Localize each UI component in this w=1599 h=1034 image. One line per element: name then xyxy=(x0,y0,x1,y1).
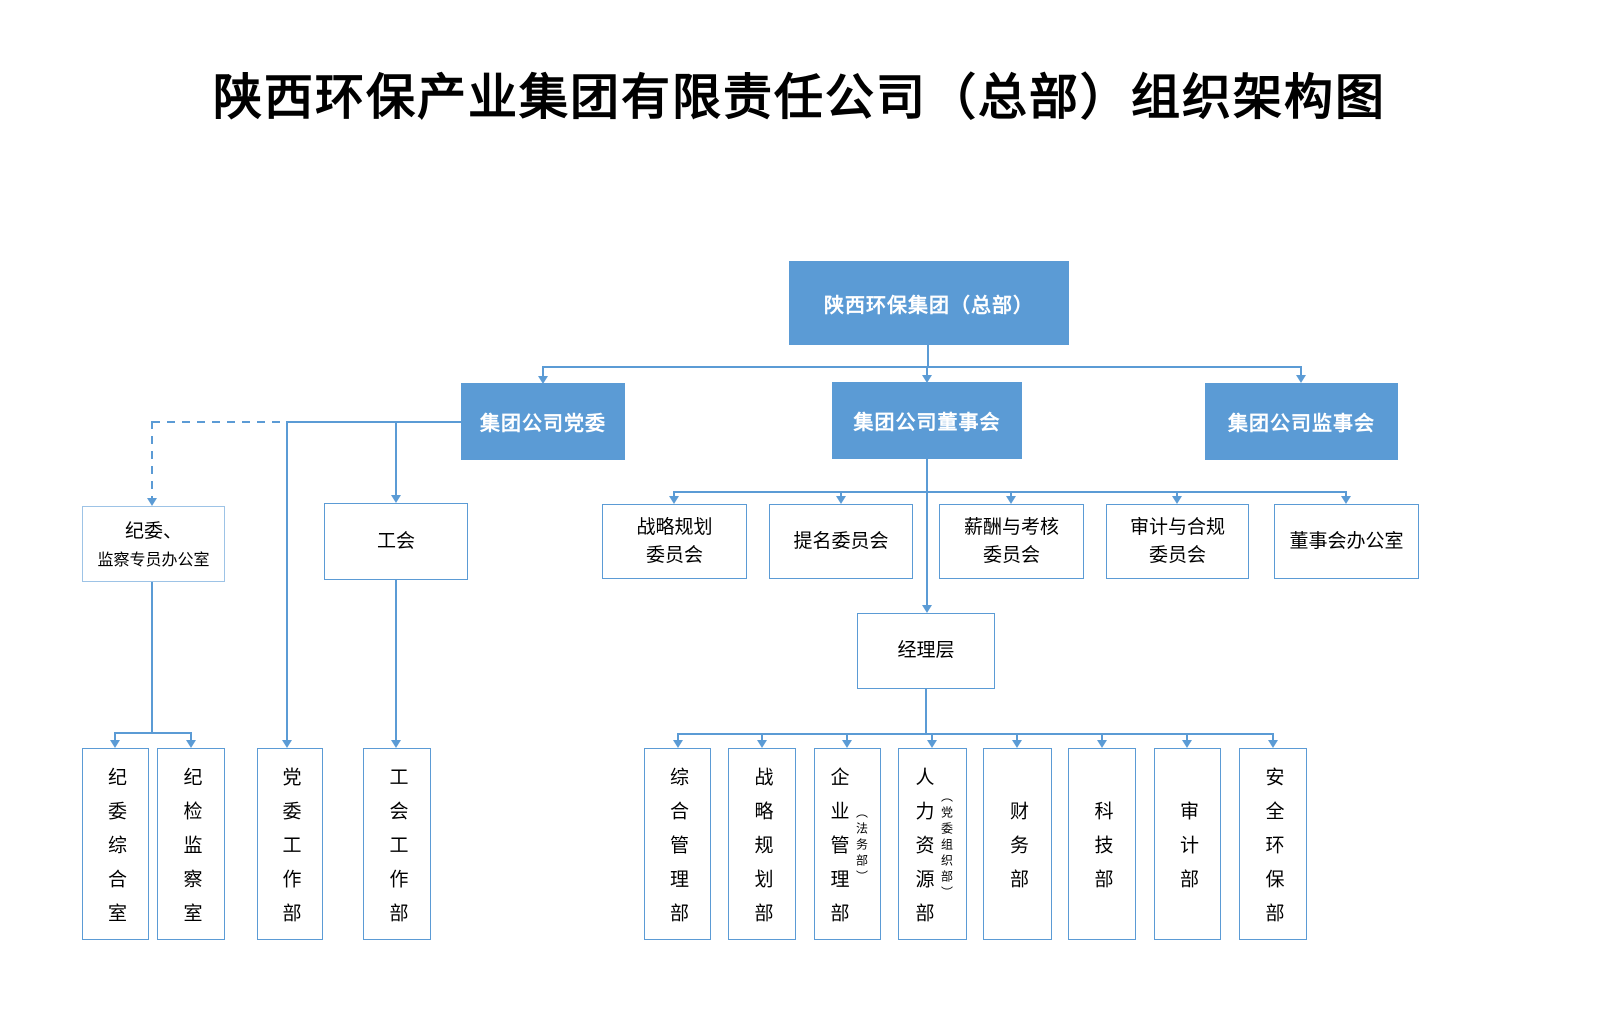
node-dept-safety-environment: 安全环保部 xyxy=(1239,748,1307,940)
node-party-committee: 集团公司党委 xyxy=(461,383,625,460)
connector-manager-stem xyxy=(925,689,927,735)
connector-dept-drop xyxy=(1186,733,1188,741)
dept-label: 审计部 xyxy=(1177,800,1198,903)
connector-committee-drop xyxy=(1010,491,1012,497)
node-dept-human-resources: 人力资源部 （党委组织部） xyxy=(898,748,967,940)
node-management-layer: 经理层 xyxy=(857,613,995,689)
node-dept-discipline-inspection-office: 纪检监察室 xyxy=(157,748,225,940)
node-dept-union-work: 工会工作部 xyxy=(363,748,431,940)
arrow-down xyxy=(147,498,157,506)
dept-annotation: （法务部） xyxy=(854,806,869,886)
node-board: 集团公司董事会 xyxy=(832,382,1022,459)
arrow-down xyxy=(1341,496,1351,504)
connector-committee-drop xyxy=(673,491,675,497)
arrow-down xyxy=(391,495,401,503)
arrow-down xyxy=(922,605,932,613)
dept-annotation: （党委组织部） xyxy=(939,790,954,902)
arrow-down xyxy=(673,740,683,748)
arrow-down xyxy=(757,740,767,748)
dept-label: 人力资源部 xyxy=(912,766,934,937)
connector-dept-drop xyxy=(761,733,763,741)
node-dept-finance: 财务部 xyxy=(983,748,1052,940)
connector-dept-bar xyxy=(677,733,1273,735)
connector-union-drop xyxy=(395,421,397,495)
dept-label: 综合管理部 xyxy=(667,766,688,937)
node-dept-general-management: 综合管理部 xyxy=(644,748,711,940)
dept-label: 战略规划部 xyxy=(751,766,773,937)
dept-label: 党委工作部 xyxy=(279,766,301,937)
arrow-down xyxy=(538,376,548,384)
connector-partywork-drop xyxy=(286,421,288,740)
connector-level2-bar xyxy=(543,366,1301,368)
arrow-down xyxy=(669,496,679,504)
connector-dept-drop xyxy=(931,733,933,741)
node-labor-union: 工会 xyxy=(324,503,468,580)
arrow-down xyxy=(922,375,932,383)
arrow-down xyxy=(927,740,937,748)
dept-label: 纪委综合室 xyxy=(105,766,126,937)
node-dept-party-work: 党委工作部 xyxy=(257,748,323,940)
node-committee-audit: 审计与合规 委员会 xyxy=(1106,504,1249,579)
node-dept-strategic-planning: 战略规划部 xyxy=(728,748,796,940)
node-committee-compensation: 薪酬与考核 委员会 xyxy=(939,504,1084,579)
dept-label: 纪检监察室 xyxy=(180,766,202,937)
chart-title: 陕西环保产业集团有限责任公司（总部）组织架构图 xyxy=(212,70,1386,125)
connector-dept-drop xyxy=(677,733,679,741)
connector-committee-drop xyxy=(1176,491,1178,497)
connector-root-stem xyxy=(927,345,929,368)
connector-board-stem xyxy=(926,459,928,605)
arrow-down xyxy=(282,740,292,748)
node-dept-audit: 审计部 xyxy=(1154,748,1221,940)
node-dept-enterprise-management: 企业管理部 （法务部） xyxy=(814,748,881,940)
connector-party-left-dashed xyxy=(152,421,287,423)
dept-label: 企业管理部 xyxy=(827,766,849,937)
connector-dept-drop xyxy=(846,733,848,741)
arrow-down xyxy=(836,496,846,504)
arrow-down xyxy=(1268,740,1278,748)
connector-dept-drop xyxy=(1016,733,1018,741)
arrow-down xyxy=(391,740,401,748)
connector-supervisory-drop xyxy=(1300,366,1302,375)
connector-unionwork-stem xyxy=(395,580,397,740)
connector-board-drop xyxy=(926,366,928,375)
connector-dept-drop xyxy=(1272,733,1274,741)
connector-committee-drop xyxy=(1345,491,1347,497)
dept-label: 财务部 xyxy=(1007,800,1028,903)
arrow-down xyxy=(110,740,120,748)
discipline-office-line2: 监察专员办公室 xyxy=(97,552,210,570)
arrow-down xyxy=(842,740,852,748)
connector-dept-drop xyxy=(1101,733,1103,741)
arrow-down xyxy=(1006,496,1016,504)
dept-label: 工会工作部 xyxy=(386,766,408,937)
arrow-down xyxy=(1097,740,1107,748)
connector-rooms-bar xyxy=(115,732,192,734)
node-supervisory-board: 集团公司监事会 xyxy=(1205,383,1398,460)
arrow-down xyxy=(1172,496,1182,504)
node-dept-science-technology: 科技部 xyxy=(1068,748,1136,940)
node-committee-nomination: 提名委员会 xyxy=(769,504,913,579)
node-board-office: 董事会办公室 xyxy=(1274,504,1419,579)
arrow-down xyxy=(1182,740,1192,748)
connector-party-left-solid xyxy=(287,421,461,423)
discipline-office-line1: 纪委、 xyxy=(124,520,182,542)
connector-committee-drop xyxy=(840,491,842,497)
node-dept-discipline-general-office: 纪委综合室 xyxy=(82,748,149,940)
node-root: 陕西环保集团（总部） xyxy=(789,261,1069,345)
arrow-down xyxy=(1012,740,1022,748)
node-discipline-office: 纪委、 监察专员办公室 xyxy=(82,506,225,582)
arrow-down xyxy=(1296,375,1306,383)
connector-discipline-stem xyxy=(151,582,153,733)
connector-discipline-drop-dashed xyxy=(151,421,153,498)
connector-room2-drop xyxy=(190,732,192,740)
node-committee-strategy: 战略规划 委员会 xyxy=(602,504,747,579)
dept-label: 科技部 xyxy=(1091,800,1113,903)
connector-room1-drop xyxy=(114,732,116,740)
dept-label: 安全环保部 xyxy=(1262,766,1284,937)
connector-party-drop xyxy=(542,366,544,377)
arrow-down xyxy=(186,740,196,748)
